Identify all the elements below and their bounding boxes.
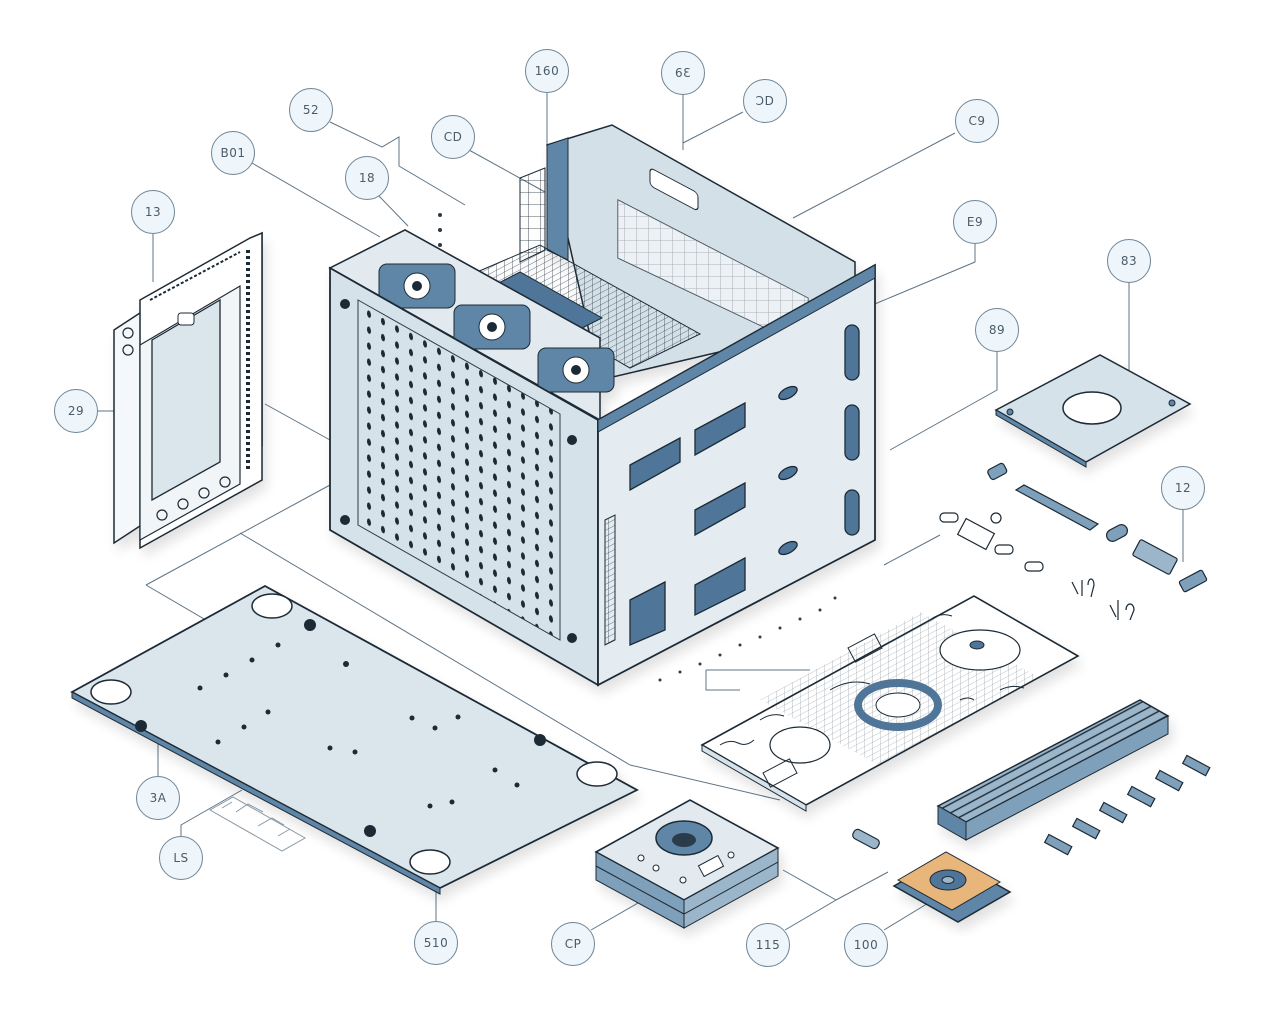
callout-3[interactable]: 52 <box>289 88 333 132</box>
callout-1[interactable]: 160 <box>525 49 569 93</box>
callout-4[interactable]: ↃD <box>743 79 787 123</box>
circuit-board <box>700 595 1080 812</box>
callout-17[interactable]: 510 <box>414 921 458 965</box>
side-panel <box>113 231 263 550</box>
drive-card <box>892 851 1012 923</box>
top-plate <box>994 354 1192 468</box>
screw-dots <box>438 213 837 682</box>
io-ports <box>629 324 860 646</box>
callout-16[interactable]: LS <box>159 836 203 880</box>
label-sticker <box>208 796 307 852</box>
heatsink-clips <box>852 754 1211 856</box>
callout-13[interactable]: 29 <box>54 389 98 433</box>
callout-10[interactable]: E9 <box>953 200 997 244</box>
callout-2[interactable]: 6Ɛ <box>661 51 705 95</box>
callout-15[interactable]: 3A <box>136 776 180 820</box>
callout-11[interactable]: 83 <box>1107 239 1151 283</box>
base-plate <box>70 584 639 895</box>
callout-14[interactable]: 12 <box>1161 466 1205 510</box>
callout-7[interactable]: B01 <box>211 131 255 175</box>
heatsink <box>936 699 1170 841</box>
bearing-mounts <box>378 263 615 393</box>
callout-19[interactable]: 115 <box>746 923 790 967</box>
callout-18[interactable]: CP <box>551 922 595 966</box>
fan-module <box>594 799 780 929</box>
callout-6[interactable]: C9 <box>955 99 999 143</box>
callout-5[interactable]: CD <box>431 115 475 159</box>
callout-20[interactable]: 100 <box>844 923 888 967</box>
small-hardware <box>939 462 1208 621</box>
callout-8[interactable]: 18 <box>345 156 389 200</box>
callout-9[interactable]: 13 <box>131 190 175 234</box>
main-chassis <box>328 124 876 687</box>
callout-12[interactable]: 89 <box>975 308 1019 352</box>
